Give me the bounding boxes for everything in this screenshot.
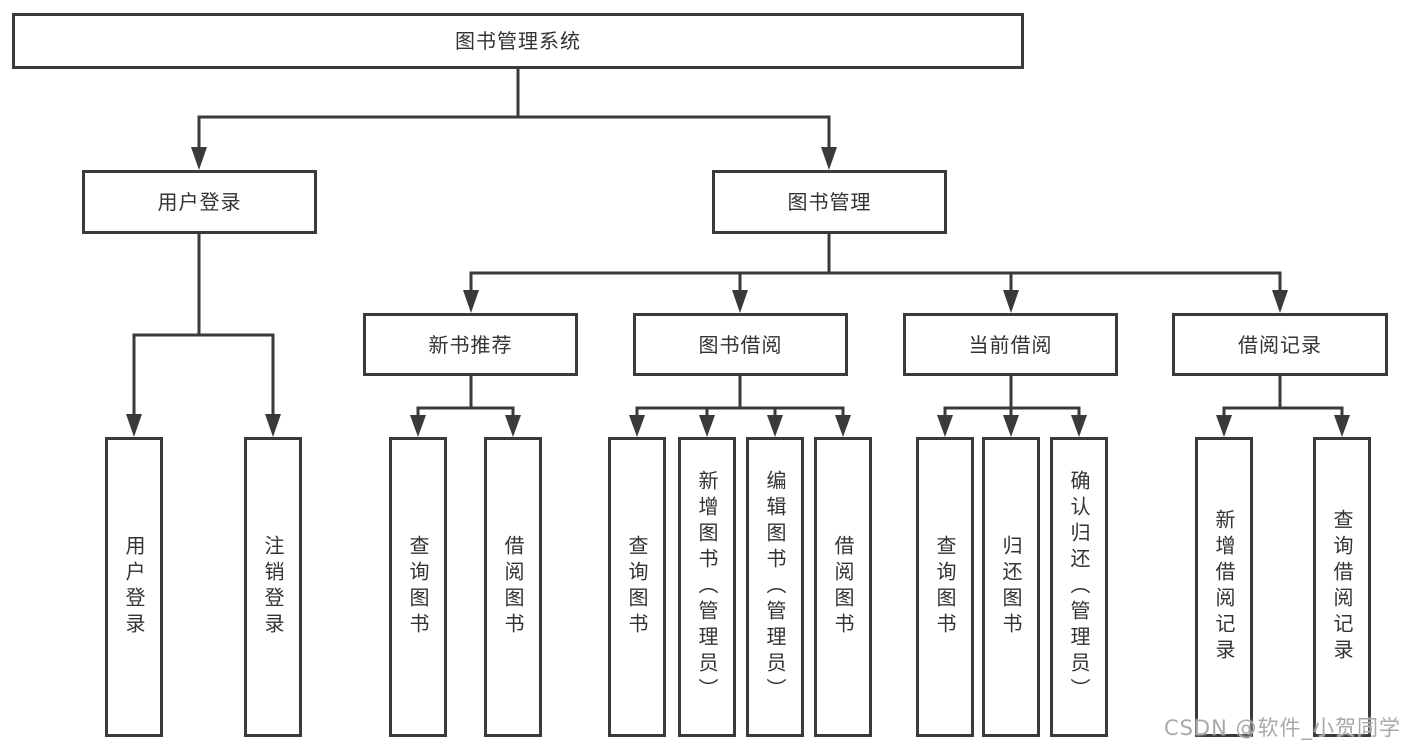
- connector-user-login-arrows: [126, 414, 281, 437]
- connector-book-management-arrows: [463, 290, 1288, 313]
- leaf-current-confirm-admin: 确认归还（管理员）: [1050, 437, 1108, 737]
- connector-root: [197, 69, 831, 150]
- leaf-borrow-query-label: 查询图书: [625, 535, 649, 639]
- node-book-management: 图书管理: [712, 170, 947, 234]
- leaf-logout: 注销登录: [244, 437, 302, 737]
- leaf-record-query-label: 查询借阅记录: [1330, 509, 1354, 665]
- connector-borrow-record-arrows: [1216, 415, 1350, 437]
- leaf-newbook-query-label: 查询图书: [406, 535, 430, 639]
- node-borrow-record: 借阅记录: [1172, 313, 1388, 376]
- node-current-borrow: 当前借阅: [903, 313, 1118, 376]
- leaf-record-add: 新增借阅记录: [1195, 437, 1253, 737]
- leaf-newbook-borrow-label: 借阅图书: [501, 535, 525, 639]
- leaf-current-query: 查询图书: [916, 437, 974, 737]
- connector-current-borrow: [943, 376, 1081, 418]
- node-book-borrow-label: 图书借阅: [698, 332, 783, 357]
- leaf-user-login-label: 用户登录: [122, 535, 146, 639]
- node-book-borrow: 图书借阅: [633, 313, 848, 376]
- leaf-user-login: 用户登录: [105, 437, 163, 737]
- connector-book-borrow: [635, 376, 845, 418]
- watermark: CSDN @软件_小贺同学: [1163, 716, 1401, 740]
- node-borrow-record-label: 借阅记录: [1238, 332, 1322, 357]
- leaf-borrow-edit-admin-label: 编辑图书（管理员）: [763, 470, 787, 704]
- leaf-borrow-add-admin: 新增图书（管理员）: [678, 437, 736, 737]
- connector-book-management: [469, 234, 1282, 293]
- connector-new-book-arrows: [410, 415, 521, 437]
- node-user-login-label: 用户登录: [157, 190, 242, 214]
- node-root-label: 图书管理系统: [455, 29, 581, 53]
- node-root: 图书管理系统: [12, 13, 1024, 69]
- leaf-borrow-borrow-label: 借阅图书: [831, 535, 855, 639]
- connector-user-login: [132, 234, 275, 417]
- connector-new-book: [416, 376, 515, 418]
- leaf-newbook-borrow: 借阅图书: [484, 437, 542, 737]
- leaf-record-add-label: 新增借阅记录: [1212, 509, 1236, 665]
- leaf-current-return-label: 归还图书: [999, 535, 1023, 639]
- node-current-borrow-label: 当前借阅: [968, 332, 1053, 357]
- connector-root-arrows: [191, 147, 837, 170]
- leaf-record-query: 查询借阅记录: [1313, 437, 1371, 737]
- leaf-borrow-add-admin-label: 新增图书（管理员）: [695, 470, 719, 704]
- leaf-borrow-borrow: 借阅图书: [814, 437, 872, 737]
- leaf-borrow-edit-admin: 编辑图书（管理员）: [746, 437, 804, 737]
- connector-current-borrow-arrows: [937, 415, 1087, 437]
- node-user-login: 用户登录: [82, 170, 317, 234]
- node-new-book-recommend: 新书推荐: [363, 313, 578, 376]
- leaf-borrow-query: 查询图书: [608, 437, 666, 737]
- connector-book-borrow-arrows: [629, 415, 851, 437]
- leaf-current-query-label: 查询图书: [933, 535, 957, 639]
- node-book-management-label: 图书管理: [787, 190, 872, 214]
- node-new-book-recommend-label: 新书推荐: [428, 332, 513, 357]
- leaf-newbook-query: 查询图书: [389, 437, 447, 737]
- leaf-current-confirm-admin-label: 确认归还（管理员）: [1067, 470, 1091, 704]
- leaf-current-return: 归还图书: [982, 437, 1040, 737]
- connector-borrow-record: [1222, 376, 1344, 418]
- leaf-logout-label: 注销登录: [261, 535, 285, 639]
